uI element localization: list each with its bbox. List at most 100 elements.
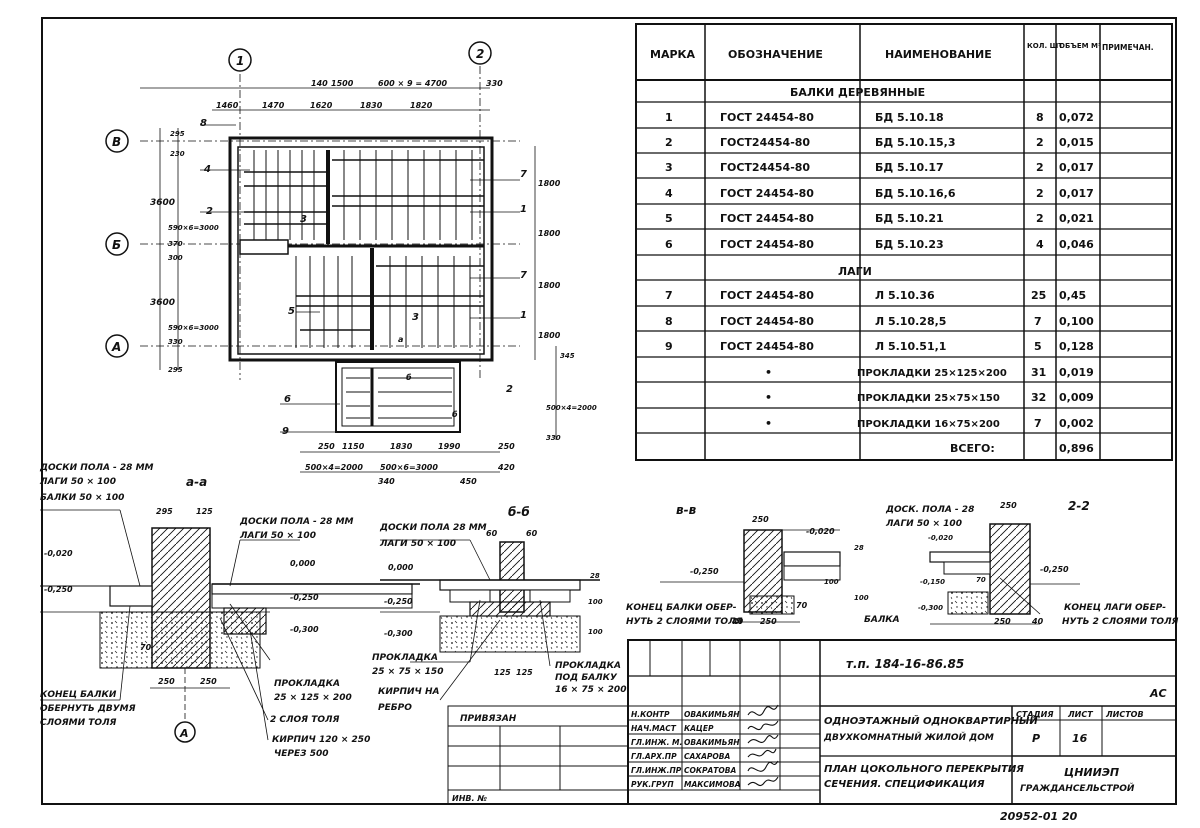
svg-text:0,009: 0,009 xyxy=(1059,391,1094,404)
svg-text:3600: 3600 xyxy=(150,198,175,208)
svg-text:0,128: 0,128 xyxy=(1059,340,1094,353)
section-beams: БАЛКИ ДЕРЕВЯННЫЕ xyxy=(790,86,925,99)
svg-text:3: 3 xyxy=(412,312,419,323)
svg-text:125: 125 xyxy=(494,668,511,677)
svg-text:60: 60 xyxy=(526,529,538,538)
svg-text:1800: 1800 xyxy=(538,179,561,188)
svg-text:ПЛАН ЦОКОЛЬНОГО ПЕРЕКРЫТИЯ: ПЛАН ЦОКОЛЬНОГО ПЕРЕКРЫТИЯ xyxy=(824,764,1024,775)
svg-text:70: 70 xyxy=(796,601,808,610)
svg-text:-0,020: -0,020 xyxy=(44,549,73,558)
svg-text:-0,020: -0,020 xyxy=(928,534,953,542)
svg-text:ДВУХКОМНАТНЫЙ ЖИЛОЙ ДОМ: ДВУХКОМНАТНЫЙ ЖИЛОЙ ДОМ xyxy=(823,731,994,743)
svg-text:БД 5.10.23: БД 5.10.23 xyxy=(875,238,944,251)
svg-text:Л 5.10.36: Л 5.10.36 xyxy=(875,289,935,302)
svg-text:250: 250 xyxy=(158,677,175,686)
svg-text:ГЛ.ИНЖ.ПР: ГЛ.ИНЖ.ПР xyxy=(631,766,682,775)
svg-text:9: 9 xyxy=(282,426,289,437)
svg-text:ОБЕРНУТЬ ДВУМЯ: ОБЕРНУТЬ ДВУМЯ xyxy=(40,704,136,714)
svg-text:ЛИСТ: ЛИСТ xyxy=(1067,710,1093,719)
svg-text:КИРПИЧ НА: КИРПИЧ НА xyxy=(378,687,439,697)
col-designation: ОБОЗНАЧЕНИЕ xyxy=(728,48,823,61)
svg-text:250: 250 xyxy=(994,617,1011,626)
svg-text:340: 340 xyxy=(378,477,395,486)
svg-text:2: 2 xyxy=(506,384,513,395)
svg-text:230: 230 xyxy=(170,150,185,158)
svg-text:2: 2 xyxy=(1036,212,1044,225)
svg-text:ПРОКЛАДКИ 25×75×150: ПРОКЛАДКИ 25×75×150 xyxy=(857,393,1000,404)
svg-text:ГОСТ 24454-80: ГОСТ 24454-80 xyxy=(720,187,814,200)
svg-text:5: 5 xyxy=(1034,340,1042,353)
section-a-a xyxy=(40,509,420,743)
svg-text:295: 295 xyxy=(168,366,183,374)
svg-text:ПРОКЛАДКА: ПРОКЛАДКА xyxy=(274,679,340,689)
svg-text:32: 32 xyxy=(1031,391,1046,404)
svg-text:100: 100 xyxy=(824,578,839,586)
svg-text:ИНВ. №: ИНВ. № xyxy=(452,794,487,803)
svg-text:2: 2 xyxy=(1036,161,1044,174)
section-a-a-labels: а-а ДОСКИ ПОЛА - 28 ММ ЛАГИ 50 × 100 БАЛ… xyxy=(39,463,370,759)
svg-text:1800: 1800 xyxy=(538,331,561,340)
svg-text:А: А xyxy=(111,340,121,354)
svg-text:СЕЧЕНИЯ. СПЕЦИФИКАЦИЯ: СЕЧЕНИЯ. СПЕЦИФИКАЦИЯ xyxy=(824,779,985,790)
svg-text:БД 5.10.15,3: БД 5.10.15,3 xyxy=(875,136,955,149)
svg-text:1470: 1470 xyxy=(262,101,285,110)
svg-text:А: А xyxy=(179,727,189,740)
svg-text:295: 295 xyxy=(156,507,173,516)
svg-text:-0,150: -0,150 xyxy=(920,578,945,586)
svg-text:Б: Б xyxy=(112,238,121,252)
axis-b-bubble xyxy=(105,232,129,256)
svg-text:420: 420 xyxy=(497,463,515,472)
svg-text:250: 250 xyxy=(498,442,515,451)
axis-a-bubble xyxy=(105,334,129,358)
svg-text:31: 31 xyxy=(1031,366,1046,379)
svg-text:СЛОЯМИ ТОЛЯ: СЛОЯМИ ТОЛЯ xyxy=(40,718,117,728)
svg-text:60: 60 xyxy=(486,529,498,538)
svg-text:4: 4 xyxy=(203,164,211,175)
plan-labels: 1 2 В Б А 140 1500 600 × 9 = 4700 330 14… xyxy=(111,47,597,486)
title-block-text: т.п. 184-16-86.85 ПРИВЯЗАН ИНВ. № Н.КОНТ… xyxy=(452,657,1167,823)
col-name: НАИМЕНОВАНИЕ xyxy=(885,48,992,61)
section-joists: ЛАГИ xyxy=(838,265,872,278)
svg-text:КОНЕЦ БАЛКИ ОБЕР-: КОНЕЦ БАЛКИ ОБЕР- xyxy=(626,603,737,613)
svg-text:250: 250 xyxy=(318,442,335,451)
svg-text:ЛИСТОВ: ЛИСТОВ xyxy=(1105,710,1144,719)
svg-text:Л 5.10.51,1: Л 5.10.51,1 xyxy=(875,340,946,353)
svg-text:8: 8 xyxy=(665,315,673,328)
svg-text:ОВАКИМЬЯН: ОВАКИМЬЯН xyxy=(684,738,740,747)
svg-text:-0,250: -0,250 xyxy=(44,585,73,594)
svg-text:70: 70 xyxy=(976,576,986,584)
svg-text:Н.КОНТР: Н.КОНТР xyxy=(631,710,670,719)
svg-text:500×6=3000: 500×6=3000 xyxy=(380,463,438,472)
svg-text:ЛАГИ 50 × 100: ЛАГИ 50 × 100 xyxy=(379,539,456,549)
svg-text:2: 2 xyxy=(1036,187,1044,200)
svg-text:450: 450 xyxy=(459,477,477,486)
svg-text:БД 5.10.21: БД 5.10.21 xyxy=(875,212,944,225)
svg-text:ПРОКЛАДКА: ПРОКЛАДКА xyxy=(372,653,438,663)
svg-text:100: 100 xyxy=(854,594,869,602)
svg-text:28: 28 xyxy=(854,544,864,552)
section-2-2 xyxy=(929,523,1080,625)
svg-text:ПРОКЛАДКА: ПРОКЛАДКА xyxy=(555,661,621,671)
svg-text:2 СЛОЯ ТОЛЯ: 2 СЛОЯ ТОЛЯ xyxy=(270,715,339,725)
svg-text:б: б xyxy=(406,372,412,382)
svg-text:5: 5 xyxy=(665,212,673,225)
svg-text:ЧЕРЕЗ 500: ЧЕРЕЗ 500 xyxy=(274,749,328,759)
svg-text:-0,300: -0,300 xyxy=(918,604,943,612)
svg-text:0,100: 0,100 xyxy=(1059,315,1094,328)
svg-text:а-а: а-а xyxy=(186,475,207,489)
svg-text:1800: 1800 xyxy=(538,229,561,238)
svg-text:РЕБРО: РЕБРО xyxy=(378,703,412,713)
svg-text:БД 5.10.17: БД 5.10.17 xyxy=(875,161,944,174)
svg-text:ГЛ.ИНЖ. М.: ГЛ.ИНЖ. М. xyxy=(631,738,682,747)
svg-text:ПРОКЛАДКИ 25×125×200: ПРОКЛАДКИ 25×125×200 xyxy=(857,368,1007,379)
svg-text:590×6=3000: 590×6=3000 xyxy=(168,324,219,332)
svg-text:1990: 1990 xyxy=(438,442,461,451)
svg-text:ГОСТ 24454-80: ГОСТ 24454-80 xyxy=(720,315,814,328)
svg-text:1620: 1620 xyxy=(310,101,333,110)
svg-text:-0,250: -0,250 xyxy=(690,567,719,576)
svg-text:0,002: 0,002 xyxy=(1059,417,1094,430)
